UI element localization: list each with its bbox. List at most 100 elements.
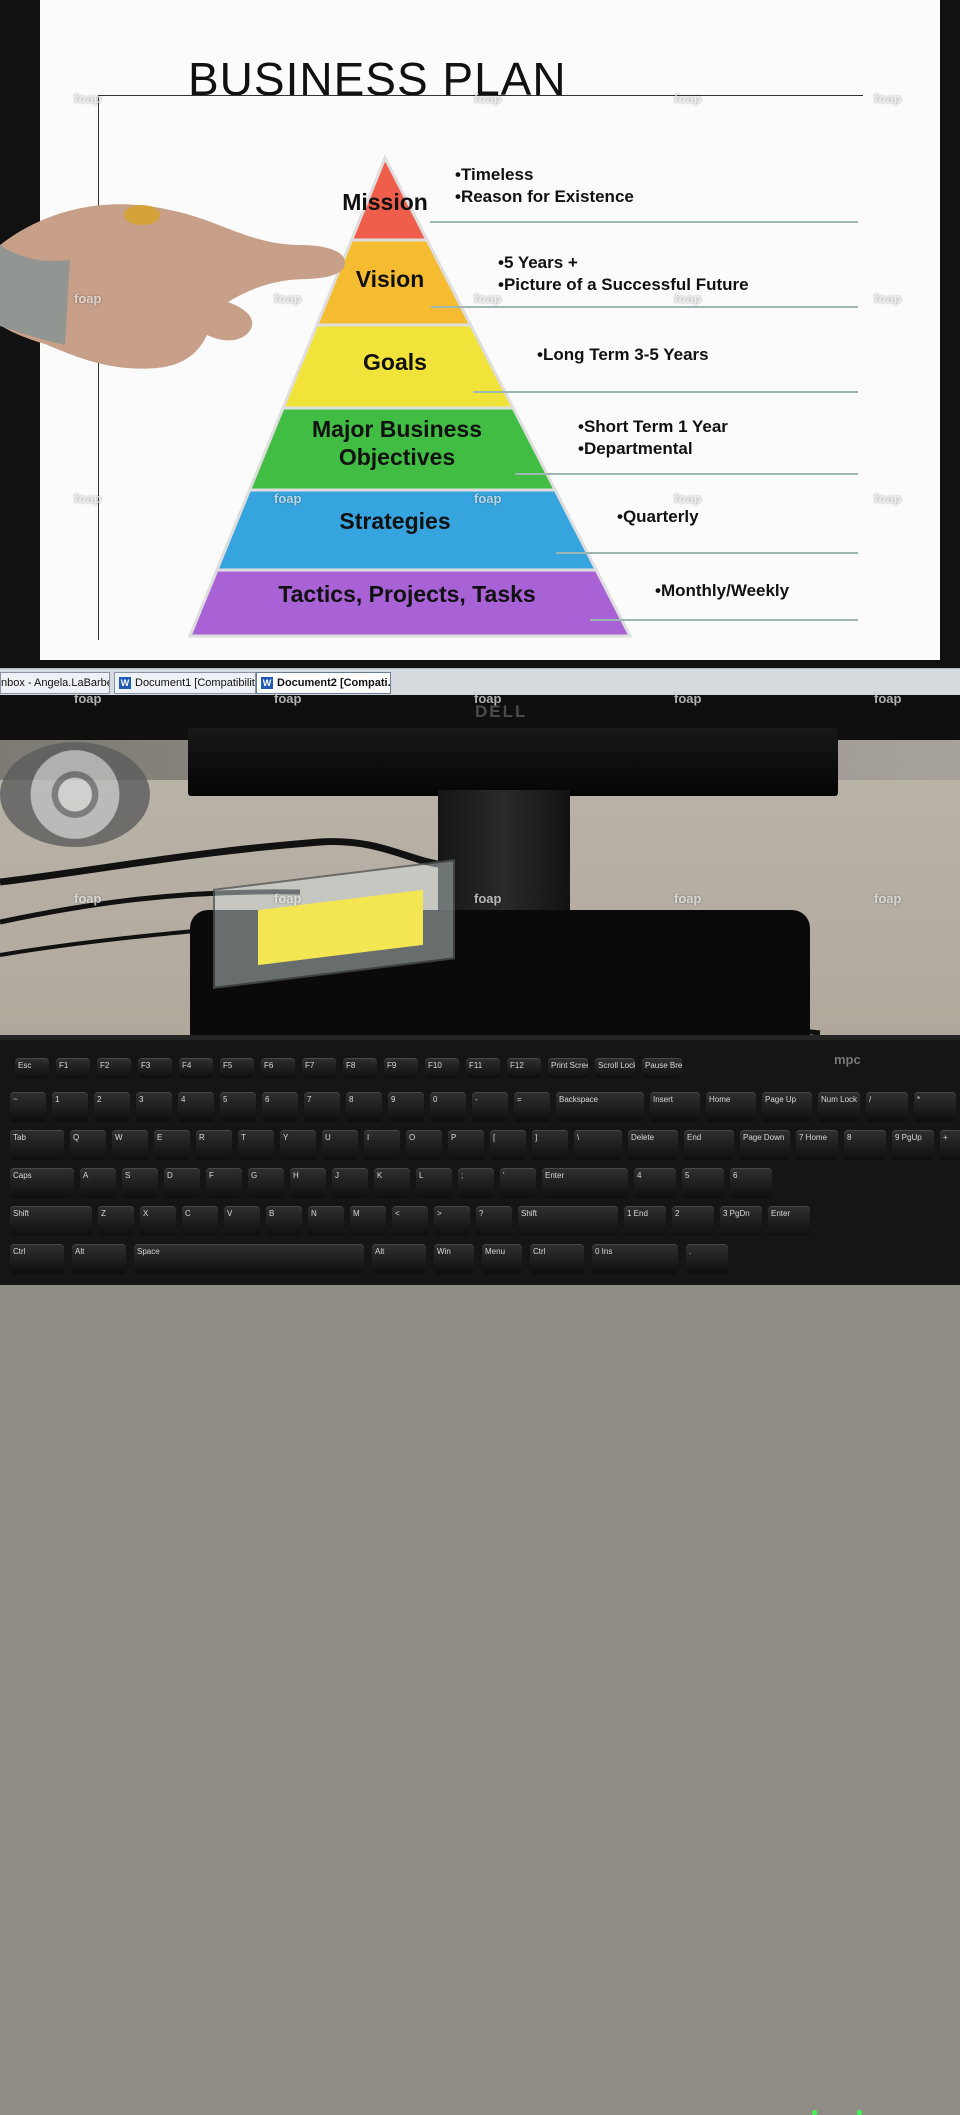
keyboard-key[interactable]: B: [266, 1206, 302, 1236]
keyboard-key[interactable]: +: [940, 1130, 960, 1160]
keyboard-key[interactable]: 1: [52, 1092, 88, 1122]
keyboard-key[interactable]: F4: [179, 1058, 213, 1078]
keyboard-key[interactable]: Insert: [650, 1092, 700, 1122]
keyboard-key[interactable]: 4: [178, 1092, 214, 1122]
keyboard-key[interactable]: F10: [425, 1058, 459, 1078]
keyboard-key[interactable]: [: [490, 1130, 526, 1160]
keyboard-key[interactable]: ;: [458, 1168, 494, 1198]
keyboard-key[interactable]: =: [514, 1092, 550, 1122]
keyboard-key[interactable]: L: [416, 1168, 452, 1198]
keyboard-key[interactable]: Tab: [10, 1130, 64, 1160]
keyboard-key[interactable]: 2: [672, 1206, 714, 1236]
keyboard-key[interactable]: W: [112, 1130, 148, 1160]
keyboard-key[interactable]: P: [448, 1130, 484, 1160]
keyboard-key[interactable]: ~: [10, 1092, 46, 1122]
keyboard-key[interactable]: F8: [343, 1058, 377, 1078]
keyboard-key[interactable]: Q: [70, 1130, 106, 1160]
keyboard-key[interactable]: End: [684, 1130, 734, 1160]
keyboard-key[interactable]: Alt: [372, 1244, 426, 1274]
keyboard-key[interactable]: Delete: [628, 1130, 678, 1160]
keyboard-key[interactable]: Home: [706, 1092, 756, 1122]
keyboard-key[interactable]: 1 End: [624, 1206, 666, 1236]
keyboard-key[interactable]: G: [248, 1168, 284, 1198]
keyboard-key[interactable]: 7: [304, 1092, 340, 1122]
keyboard-key[interactable]: ]: [532, 1130, 568, 1160]
keyboard-key[interactable]: 4: [634, 1168, 676, 1198]
keyboard-key[interactable]: 3 PgDn: [720, 1206, 762, 1236]
keyboard-key[interactable]: R: [196, 1130, 232, 1160]
keyboard-key[interactable]: K: [374, 1168, 410, 1198]
keyboard-key[interactable]: T: [238, 1130, 274, 1160]
keyboard-key[interactable]: >: [434, 1206, 470, 1236]
keyboard-key[interactable]: Pause Break: [642, 1058, 682, 1078]
keyboard-key[interactable]: F3: [138, 1058, 172, 1078]
keyboard-key[interactable]: F: [206, 1168, 242, 1198]
keyboard-key[interactable]: Y: [280, 1130, 316, 1160]
keyboard-key[interactable]: 2: [94, 1092, 130, 1122]
keyboard-key[interactable]: Shift: [518, 1206, 618, 1236]
keyboard-key[interactable]: /: [866, 1092, 908, 1122]
keyboard-key[interactable]: 7 Home: [796, 1130, 838, 1160]
keyboard-key[interactable]: Scroll Lock: [595, 1058, 635, 1078]
keyboard-key[interactable]: F1: [56, 1058, 90, 1078]
keyboard-key[interactable]: A: [80, 1168, 116, 1198]
keyboard-key[interactable]: Caps: [10, 1168, 74, 1198]
keyboard-key[interactable]: Page Down: [740, 1130, 790, 1160]
keyboard-key[interactable]: ?: [476, 1206, 512, 1236]
keyboard-key[interactable]: 5: [682, 1168, 724, 1198]
keyboard-key[interactable]: 0 Ins: [592, 1244, 678, 1274]
keyboard-key[interactable]: Page Up: [762, 1092, 812, 1122]
keyboard-key[interactable]: \: [574, 1130, 622, 1160]
keyboard-key[interactable]: M: [350, 1206, 386, 1236]
keyboard-key[interactable]: <: [392, 1206, 428, 1236]
keyboard-key[interactable]: 8: [346, 1092, 382, 1122]
keyboard-key[interactable]: 3: [136, 1092, 172, 1122]
keyboard-key[interactable]: F6: [261, 1058, 295, 1078]
keyboard-key[interactable]: 5: [220, 1092, 256, 1122]
keyboard-key[interactable]: -: [472, 1092, 508, 1122]
keyboard-key[interactable]: .: [686, 1244, 728, 1274]
keyboard-key[interactable]: Ctrl: [530, 1244, 584, 1274]
keyboard-key[interactable]: Alt: [72, 1244, 126, 1274]
keyboard-key[interactable]: C: [182, 1206, 218, 1236]
keyboard-key[interactable]: U: [322, 1130, 358, 1160]
keyboard-key[interactable]: Backspace: [556, 1092, 644, 1122]
taskbar-item-mail[interactable]: nbox - Angela.LaBarber...: [0, 672, 110, 694]
keyboard-key[interactable]: Esc: [15, 1058, 49, 1078]
keyboard-key[interactable]: *: [914, 1092, 956, 1122]
keyboard-key[interactable]: F7: [302, 1058, 336, 1078]
keyboard-key[interactable]: Menu: [482, 1244, 522, 1274]
keyboard-key[interactable]: Print Screen SysRq: [548, 1058, 588, 1078]
keyboard-key[interactable]: Shift: [10, 1206, 92, 1236]
keyboard-key[interactable]: Space: [134, 1244, 364, 1274]
keyboard-key[interactable]: S: [122, 1168, 158, 1198]
keyboard-key[interactable]: E: [154, 1130, 190, 1160]
keyboard-key[interactable]: V: [224, 1206, 260, 1236]
keyboard-key[interactable]: X: [140, 1206, 176, 1236]
keyboard-key[interactable]: F5: [220, 1058, 254, 1078]
keyboard-key[interactable]: Win: [434, 1244, 474, 1274]
keyboard-key[interactable]: 0: [430, 1092, 466, 1122]
keyboard-key[interactable]: H: [290, 1168, 326, 1198]
keyboard-key[interactable]: Ctrl: [10, 1244, 64, 1274]
keyboard-key[interactable]: F11: [466, 1058, 500, 1078]
keyboard-key[interactable]: F2: [97, 1058, 131, 1078]
keyboard-key[interactable]: Enter: [768, 1206, 810, 1236]
keyboard-key[interactable]: D: [164, 1168, 200, 1198]
keyboard-key[interactable]: J: [332, 1168, 368, 1198]
keyboard-key[interactable]: F9: [384, 1058, 418, 1078]
keyboard-key[interactable]: Num Lock: [818, 1092, 860, 1122]
keyboard-key[interactable]: 9: [388, 1092, 424, 1122]
keyboard-key[interactable]: Enter: [542, 1168, 628, 1198]
keyboard-key[interactable]: N: [308, 1206, 344, 1236]
keyboard-key[interactable]: 9 PgUp: [892, 1130, 934, 1160]
keyboard-key[interactable]: O: [406, 1130, 442, 1160]
keyboard-key[interactable]: 6: [730, 1168, 772, 1198]
keyboard-key[interactable]: I: [364, 1130, 400, 1160]
keyboard-key[interactable]: Z: [98, 1206, 134, 1236]
keyboard-key[interactable]: F12: [507, 1058, 541, 1078]
keyboard-key[interactable]: 8: [844, 1130, 886, 1160]
keyboard-key[interactable]: 6: [262, 1092, 298, 1122]
